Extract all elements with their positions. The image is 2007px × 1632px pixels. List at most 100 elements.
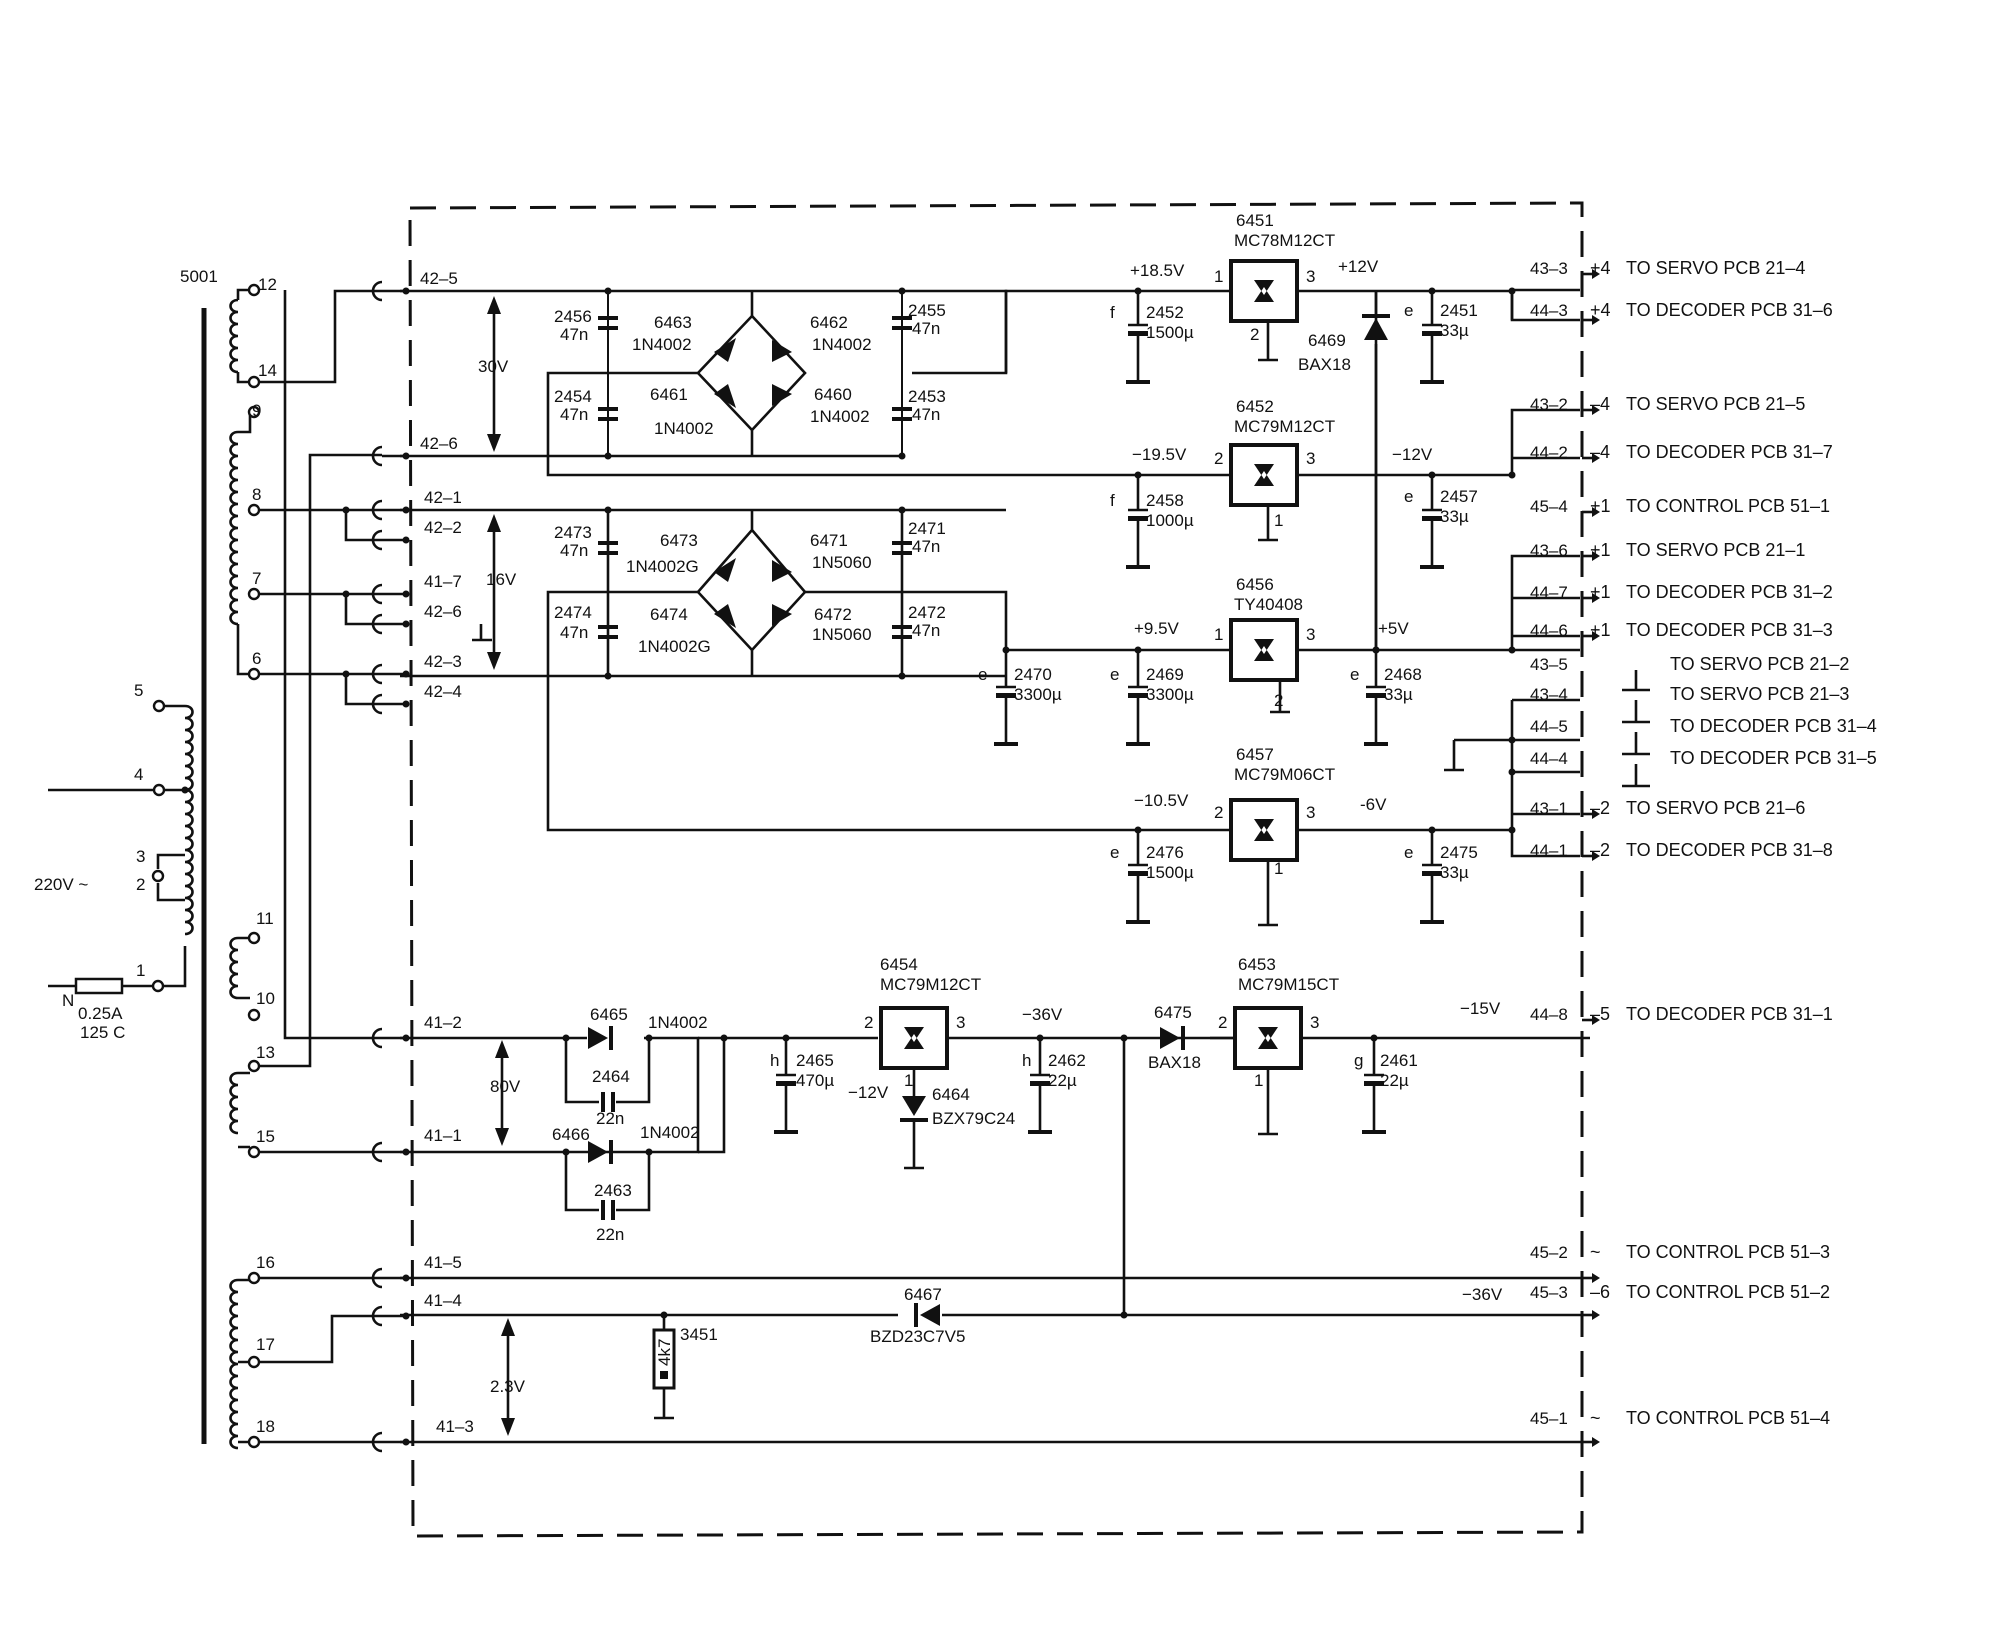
- output-destination: TO SERVO PCB 21–6: [1626, 798, 1805, 818]
- ecap-val: 22µ: [1380, 1071, 1409, 1090]
- diode-type: 1N4002: [632, 335, 692, 354]
- cap-val: 47n: [560, 623, 588, 642]
- secondary-pin: 7: [252, 569, 261, 588]
- labels: 5001 220V ~ 0.25A 125 C N 5 4 3 2 1 12 1…: [34, 211, 1877, 1436]
- d6464-ref: 6464: [932, 1085, 970, 1104]
- output-pin: –4: [1590, 394, 1610, 414]
- secondary-pin: 17: [256, 1335, 275, 1354]
- reg-vout: −36V: [1022, 1005, 1063, 1024]
- output-connector: 44–7: [1530, 583, 1568, 602]
- reg-vin: −19.5V: [1132, 445, 1187, 464]
- output-destination: TO CONTROL PCB 51–2: [1626, 1282, 1830, 1302]
- cap-ref: 2454: [554, 387, 592, 406]
- resistor-3451: [652, 1328, 676, 1390]
- ecap-val: 1000µ: [1146, 511, 1194, 530]
- output-destination: TO CONTROL PCB 51–3: [1626, 1242, 1830, 1262]
- output-pin: –2: [1590, 840, 1610, 860]
- conn-in: 42–6: [424, 602, 462, 621]
- c2464-ref: 2464: [592, 1067, 630, 1086]
- cap-ref: 2453: [908, 387, 946, 406]
- output-pin: –4: [1590, 442, 1610, 462]
- cap-ties: [784, 291, 1434, 1170]
- secondary-pin: 11: [256, 909, 274, 928]
- d6467-type: BZD23C7V5: [870, 1327, 965, 1346]
- cap-ref: 2472: [908, 603, 946, 622]
- output-connector: 44–2: [1530, 443, 1568, 462]
- transformer-pins: [151, 283, 261, 1449]
- output-connector: 43–6: [1530, 541, 1568, 560]
- input-terminals: [371, 280, 411, 1453]
- ecap-mark: e: [1404, 301, 1413, 320]
- ac-2v3-label: 2.3V: [490, 1377, 526, 1396]
- ecap-mark: f: [1110, 491, 1115, 510]
- cap-ref: 2471: [908, 519, 946, 538]
- ecap-val: 1500µ: [1146, 863, 1194, 882]
- output-connector: 45–2: [1530, 1243, 1568, 1262]
- rail-minus36: −36V: [1462, 1285, 1503, 1304]
- primary-pin: 3: [136, 847, 145, 866]
- regulator-6452: [1229, 443, 1299, 507]
- primary-pin: 5: [134, 681, 143, 700]
- conn-in: 41–3: [436, 1417, 474, 1436]
- ecap-ref: 2452: [1146, 303, 1184, 322]
- r3451-val: 4k7: [655, 1339, 674, 1366]
- output-pin: +1: [1590, 582, 1611, 602]
- ecap-mark: e: [1404, 843, 1413, 862]
- output-destination: TO DECODER PCB 31–5: [1670, 748, 1877, 768]
- diode-ref: 6463: [654, 313, 692, 332]
- secondary-pin: 12: [258, 275, 277, 294]
- output-destination: TO SERVO PCB 21–1: [1626, 540, 1805, 560]
- output-destination: TO SERVO PCB 21–3: [1670, 684, 1849, 704]
- cap-val: 47n: [912, 405, 940, 424]
- svg-text:2: 2: [864, 1013, 873, 1032]
- ecap-mark: e: [978, 665, 987, 684]
- secondary-pin: 18: [256, 1417, 275, 1436]
- d6467-ref: 6467: [904, 1285, 942, 1304]
- output-connector: 45–4: [1530, 497, 1568, 516]
- reg-type: MC79M12CT: [1234, 417, 1335, 436]
- output-destination: TO DECODER PCB 31–6: [1626, 300, 1833, 320]
- secondary-pin: 8: [252, 485, 261, 504]
- reg-vin: −10.5V: [1134, 791, 1189, 810]
- diode-ref: 6474: [650, 605, 688, 624]
- regulator-6454: [879, 1006, 949, 1070]
- output-connector: 44–8: [1530, 1005, 1568, 1024]
- regulator-6451: [1229, 259, 1299, 323]
- d6466-ref: 6466: [552, 1125, 590, 1144]
- svg-text:1: 1: [1214, 267, 1223, 286]
- cap-val: 47n: [912, 319, 940, 338]
- conn-in: 41–5: [424, 1253, 462, 1272]
- secondary-pin: 16: [256, 1253, 275, 1272]
- reg-ref: 6456: [1236, 575, 1274, 594]
- r3451-ref: 3451: [680, 1325, 718, 1344]
- cap-ref: 2473: [554, 523, 592, 542]
- reg-ref: 6457: [1236, 745, 1274, 764]
- fuse-type: 125 C: [80, 1023, 125, 1042]
- cap-val: 47n: [560, 541, 588, 560]
- output-ground-symbols: [1622, 670, 1650, 788]
- output-connector: 44–4: [1530, 749, 1568, 768]
- svg-text:1: 1: [904, 1071, 913, 1090]
- ecap-val: 470µ: [796, 1071, 834, 1090]
- reg-type: MC79M15CT: [1238, 975, 1339, 994]
- neutral-label: N: [62, 991, 74, 1010]
- ecap-val: 33µ: [1440, 321, 1469, 340]
- conn-in: 41–7: [424, 572, 462, 591]
- d6475-type: BAX18: [1148, 1053, 1201, 1072]
- output-pin: +4: [1590, 300, 1611, 320]
- wiring: [48, 201, 1590, 1538]
- ecap-val: 3300µ: [1146, 685, 1194, 704]
- cap-val: 47n: [912, 621, 940, 640]
- diode-type: 1N5060: [812, 553, 872, 572]
- svg-text:2: 2: [1274, 691, 1283, 710]
- secondary-pin: 10: [256, 989, 275, 1008]
- svg-text:3: 3: [1310, 1013, 1319, 1032]
- regulator-6457: [1229, 798, 1299, 862]
- output-destination: TO DECODER PCB 31–2: [1626, 582, 1833, 602]
- svg-text:3: 3: [956, 1013, 965, 1032]
- output-pin: +1: [1590, 540, 1611, 560]
- reg-ref: 6452: [1236, 397, 1274, 416]
- reg-vin: +9.5V: [1134, 619, 1180, 638]
- diode-type: 1N4002: [654, 419, 714, 438]
